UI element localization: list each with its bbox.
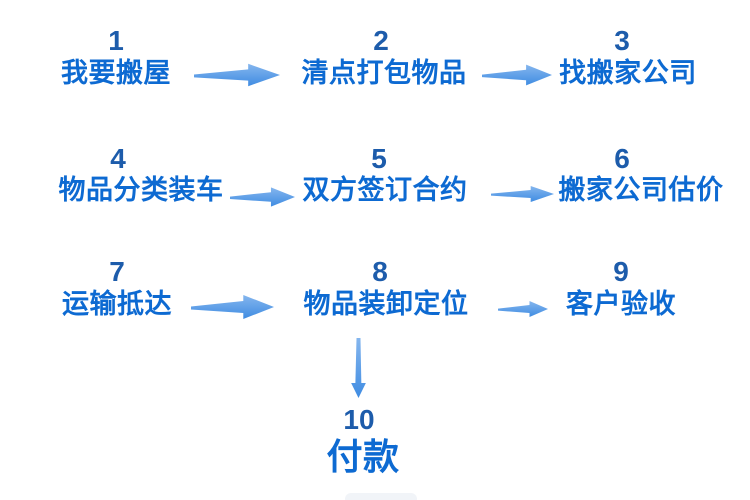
step-3-label: 找搬家公司 [559, 58, 697, 88]
step-7-label: 运输抵达 [62, 289, 172, 319]
step-2-number: 2 [373, 25, 389, 56]
arrow-right-icon [194, 63, 280, 87]
step-8-number: 8 [372, 256, 388, 287]
step-10-number: 10 [343, 404, 375, 435]
step-1-number: 1 [108, 25, 124, 56]
step-10-label: 付款 [326, 436, 400, 477]
step-6-label: 搬家公司估价 [558, 175, 724, 205]
step-5-number: 5 [371, 143, 387, 174]
step-3-number: 3 [614, 25, 630, 56]
step-4-number: 4 [110, 143, 126, 174]
arrow-right-icon [482, 64, 552, 86]
arrow-right-icon [191, 295, 274, 319]
step-4-label: 物品分类装车 [58, 175, 224, 205]
cutoff-shape [345, 493, 417, 500]
arrow-right-icon [498, 301, 548, 317]
step-1-label: 我要搬屋 [61, 58, 171, 88]
step-9-label: 客户验收 [566, 289, 676, 319]
arrow-down-icon [351, 338, 366, 398]
arrow-right-icon [230, 187, 295, 207]
step-8-label: 物品装卸定位 [303, 289, 469, 319]
step-5-label: 双方签订合约 [302, 175, 468, 205]
arrow-right-icon [491, 186, 554, 202]
step-2-label: 清点打包物品 [301, 58, 467, 88]
step-6-number: 6 [614, 143, 630, 174]
step-7-number: 7 [109, 256, 125, 287]
step-9-number: 9 [613, 256, 629, 287]
